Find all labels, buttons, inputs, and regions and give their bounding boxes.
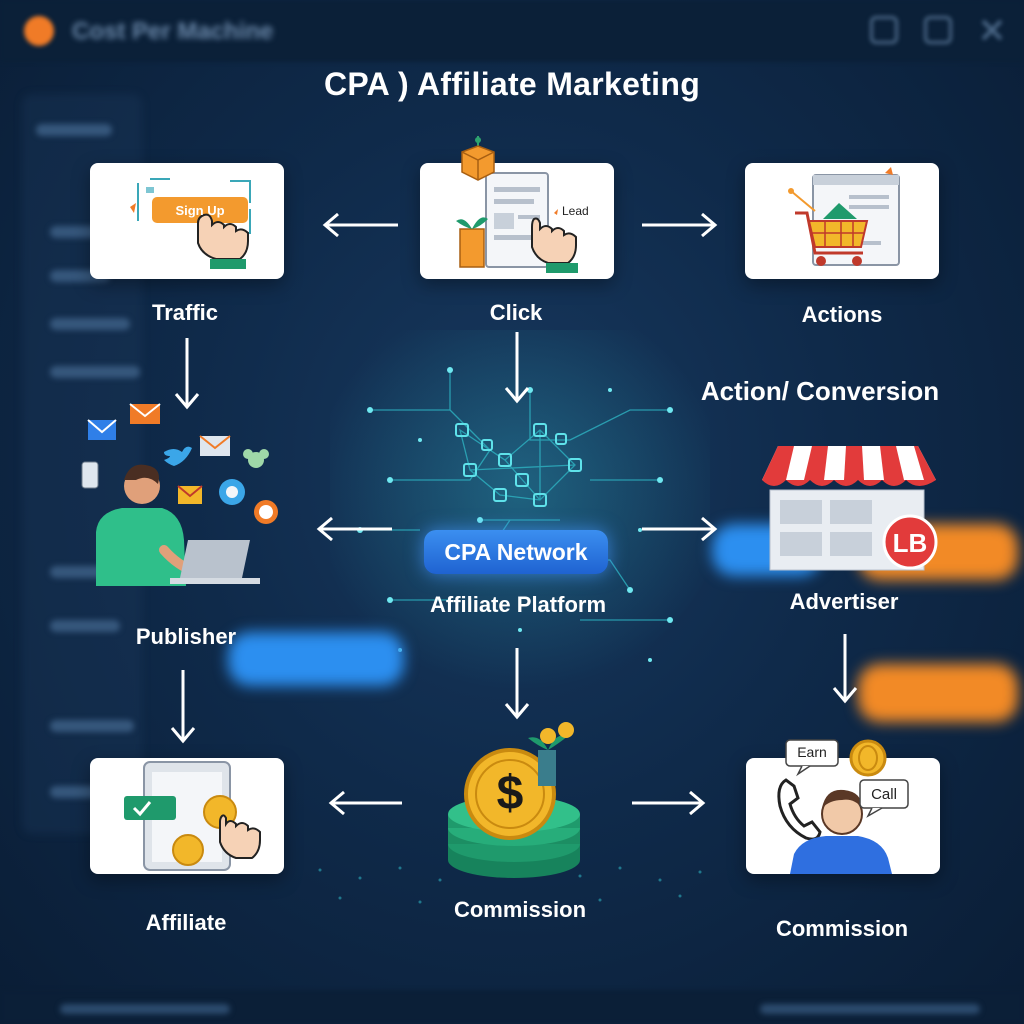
chat-icon [243, 449, 269, 468]
coin-icon [849, 739, 887, 777]
settings-icon[interactable] [870, 16, 898, 44]
cpa-network-badge[interactable]: CPA Network [424, 530, 608, 574]
conversion-label: Action/ Conversion [700, 376, 940, 406]
arrow-click-to-traffic [322, 212, 398, 238]
commission-center-label: Commission [453, 897, 587, 922]
publisher-illustration [81, 403, 278, 586]
actions-label: Actions [801, 302, 883, 327]
commission-right-card[interactable] [746, 758, 940, 874]
publisher-label: Publisher [135, 624, 237, 649]
affiliate-card[interactable] [90, 758, 284, 874]
click-label: Click [489, 300, 543, 325]
blurred-status-text [60, 1004, 230, 1014]
coin-stack-illustration [448, 722, 580, 878]
actions-card[interactable] [745, 163, 939, 279]
blurred-orange-pill [858, 664, 1018, 722]
blurred-sidebar-item [50, 620, 120, 632]
email-icon [129, 403, 161, 424]
laptop-icon [170, 540, 260, 584]
affiliate-platform-label: Affiliate Platform [429, 592, 607, 617]
diagram-title: CPA ) Affiliate Marketing [323, 66, 701, 102]
earn-text: Earn [797, 744, 827, 760]
phone-icon [777, 778, 822, 841]
bird-icon [164, 446, 192, 466]
storefront-icon: LB [762, 446, 938, 571]
network-mesh-graphic [330, 330, 710, 690]
email-icon [87, 419, 117, 440]
shopping-cart-icon [795, 203, 869, 266]
traffic-label: Traffic [151, 300, 219, 325]
blurred-sidebar-item [50, 720, 134, 732]
plant-box-icon [456, 217, 488, 268]
arrow-network-to-advertiser [642, 516, 718, 542]
blurred-sidebar-item [50, 366, 140, 378]
svg-text:LB: LB [893, 528, 928, 558]
click-card[interactable]: Lead [420, 163, 614, 279]
arrow-commission-to-affiliate [328, 790, 402, 816]
dotted-floor-graphic [318, 866, 702, 904]
call-illustration [777, 778, 892, 874]
dollar-symbol: $ [496, 767, 524, 820]
advertiser-label: Advertiser [789, 589, 899, 614]
blurred-blue-pill [228, 632, 404, 686]
call-text: Call [871, 786, 897, 803]
affiliate-label: Affiliate [145, 910, 227, 935]
arrow-traffic-to-publisher [174, 338, 200, 410]
minimize-icon[interactable] [924, 16, 952, 44]
coin-icon [172, 834, 204, 866]
cart-illustration [788, 167, 900, 266]
person-icon [96, 464, 201, 586]
affiliate-illustration [124, 761, 261, 871]
app-logo-icon [24, 16, 54, 46]
call-speech-bubble [859, 779, 909, 818]
arrow-network-to-publisher [316, 516, 392, 542]
hand-pointer-icon [197, 213, 249, 269]
arrow-click-to-network [504, 332, 530, 404]
lead-illustration [456, 172, 578, 273]
blurred-status-text [760, 1004, 980, 1014]
hand-pointer-icon [531, 217, 578, 273]
arrow-commission-to-right [632, 790, 706, 816]
coin-icon [464, 748, 556, 840]
plant-icon [528, 722, 574, 786]
lead-text: Lead [562, 204, 589, 218]
blurred-sidebar-item [50, 318, 130, 330]
arrow-advertiser-to-commission [832, 634, 858, 704]
window-title: Cost Per Machine [72, 18, 274, 45]
arrow-click-to-actions [642, 212, 718, 238]
hand-pointer-icon [219, 814, 261, 859]
sign-up-button[interactable]: Sign Up [175, 203, 225, 218]
earn-speech-bubble [785, 739, 839, 777]
sign-up-illustration [130, 178, 251, 269]
person-icon [790, 789, 892, 874]
arrow-publisher-to-affiliate [170, 670, 196, 744]
box-icon [461, 136, 495, 181]
commission-right-label: Commission [775, 916, 909, 941]
phone-device-icon [81, 461, 99, 489]
traffic-card[interactable]: Sign Up [90, 163, 284, 279]
close-icon[interactable] [978, 16, 1006, 44]
window-titlebar [0, 0, 1024, 62]
email-icon [199, 435, 231, 456]
blurred-sidebar-item [36, 124, 112, 136]
arrow-network-to-commission [504, 648, 530, 720]
